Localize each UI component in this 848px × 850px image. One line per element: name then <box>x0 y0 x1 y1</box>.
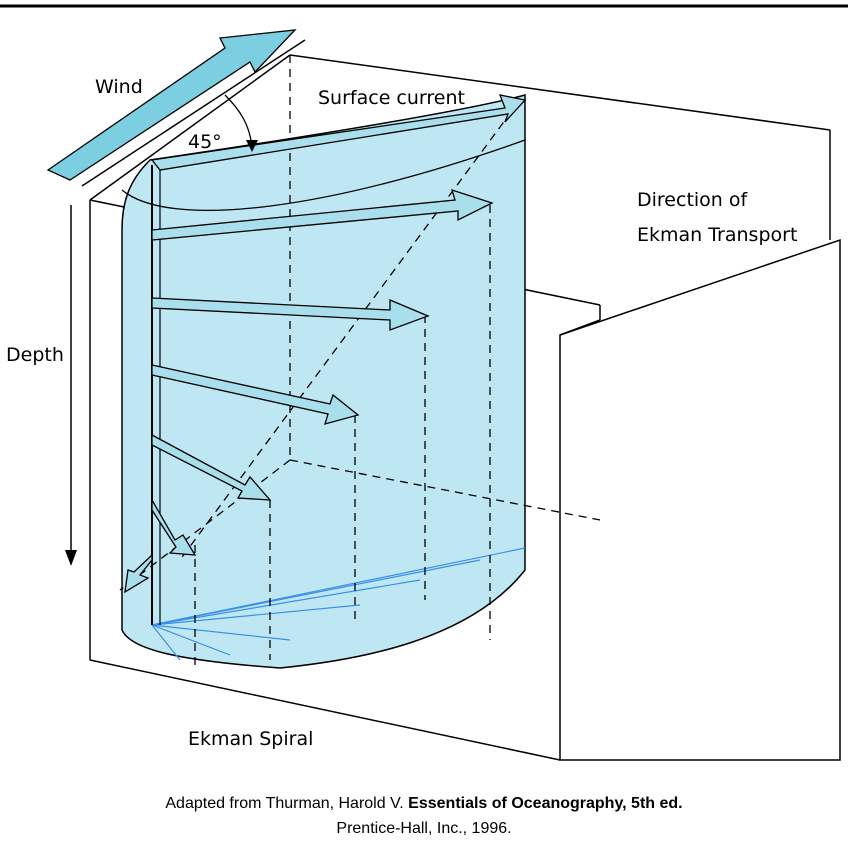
depth-arrow-5 <box>151 497 197 556</box>
direction-label-line1: Direction of <box>637 189 748 211</box>
caption-title: Essentials of Oceanography, 5th ed. <box>408 795 682 812</box>
depth-arrow-1 <box>151 188 494 241</box>
depth-arrowhead-icon <box>65 550 77 566</box>
surface-curve <box>121 139 526 212</box>
depth-arrow-3 <box>151 364 360 425</box>
direction-label-line2: Ekman Transport <box>637 224 797 246</box>
ekman-spiral-label: Ekman Spiral <box>188 728 313 750</box>
dashed-guides <box>119 55 601 665</box>
caption-line1: Adapted from Thurman, Harold V. Essentia… <box>165 795 682 812</box>
caption-line2: Prentice-Hall, Inc., 1996. <box>336 820 511 837</box>
depth-arrows <box>124 188 494 594</box>
wind-label: Wind <box>95 76 143 98</box>
angle-arrowhead-icon <box>246 140 258 152</box>
bottom-spiral-lines <box>151 547 526 661</box>
caption-prefix: Adapted from Thurman, Harold V. <box>165 795 408 812</box>
wind-arrow <box>46 29 297 181</box>
angle-label: 45° <box>188 131 222 153</box>
depth-arrow-6 <box>124 553 153 594</box>
water-column <box>121 94 526 669</box>
surface-current-label: Surface current <box>318 87 465 109</box>
depth-arrow-2 <box>151 297 430 331</box>
front-panel <box>559 238 841 761</box>
surface-current-arrow <box>150 94 527 171</box>
depth-label: Depth <box>6 344 64 366</box>
depth-arrow-4 <box>151 433 272 501</box>
